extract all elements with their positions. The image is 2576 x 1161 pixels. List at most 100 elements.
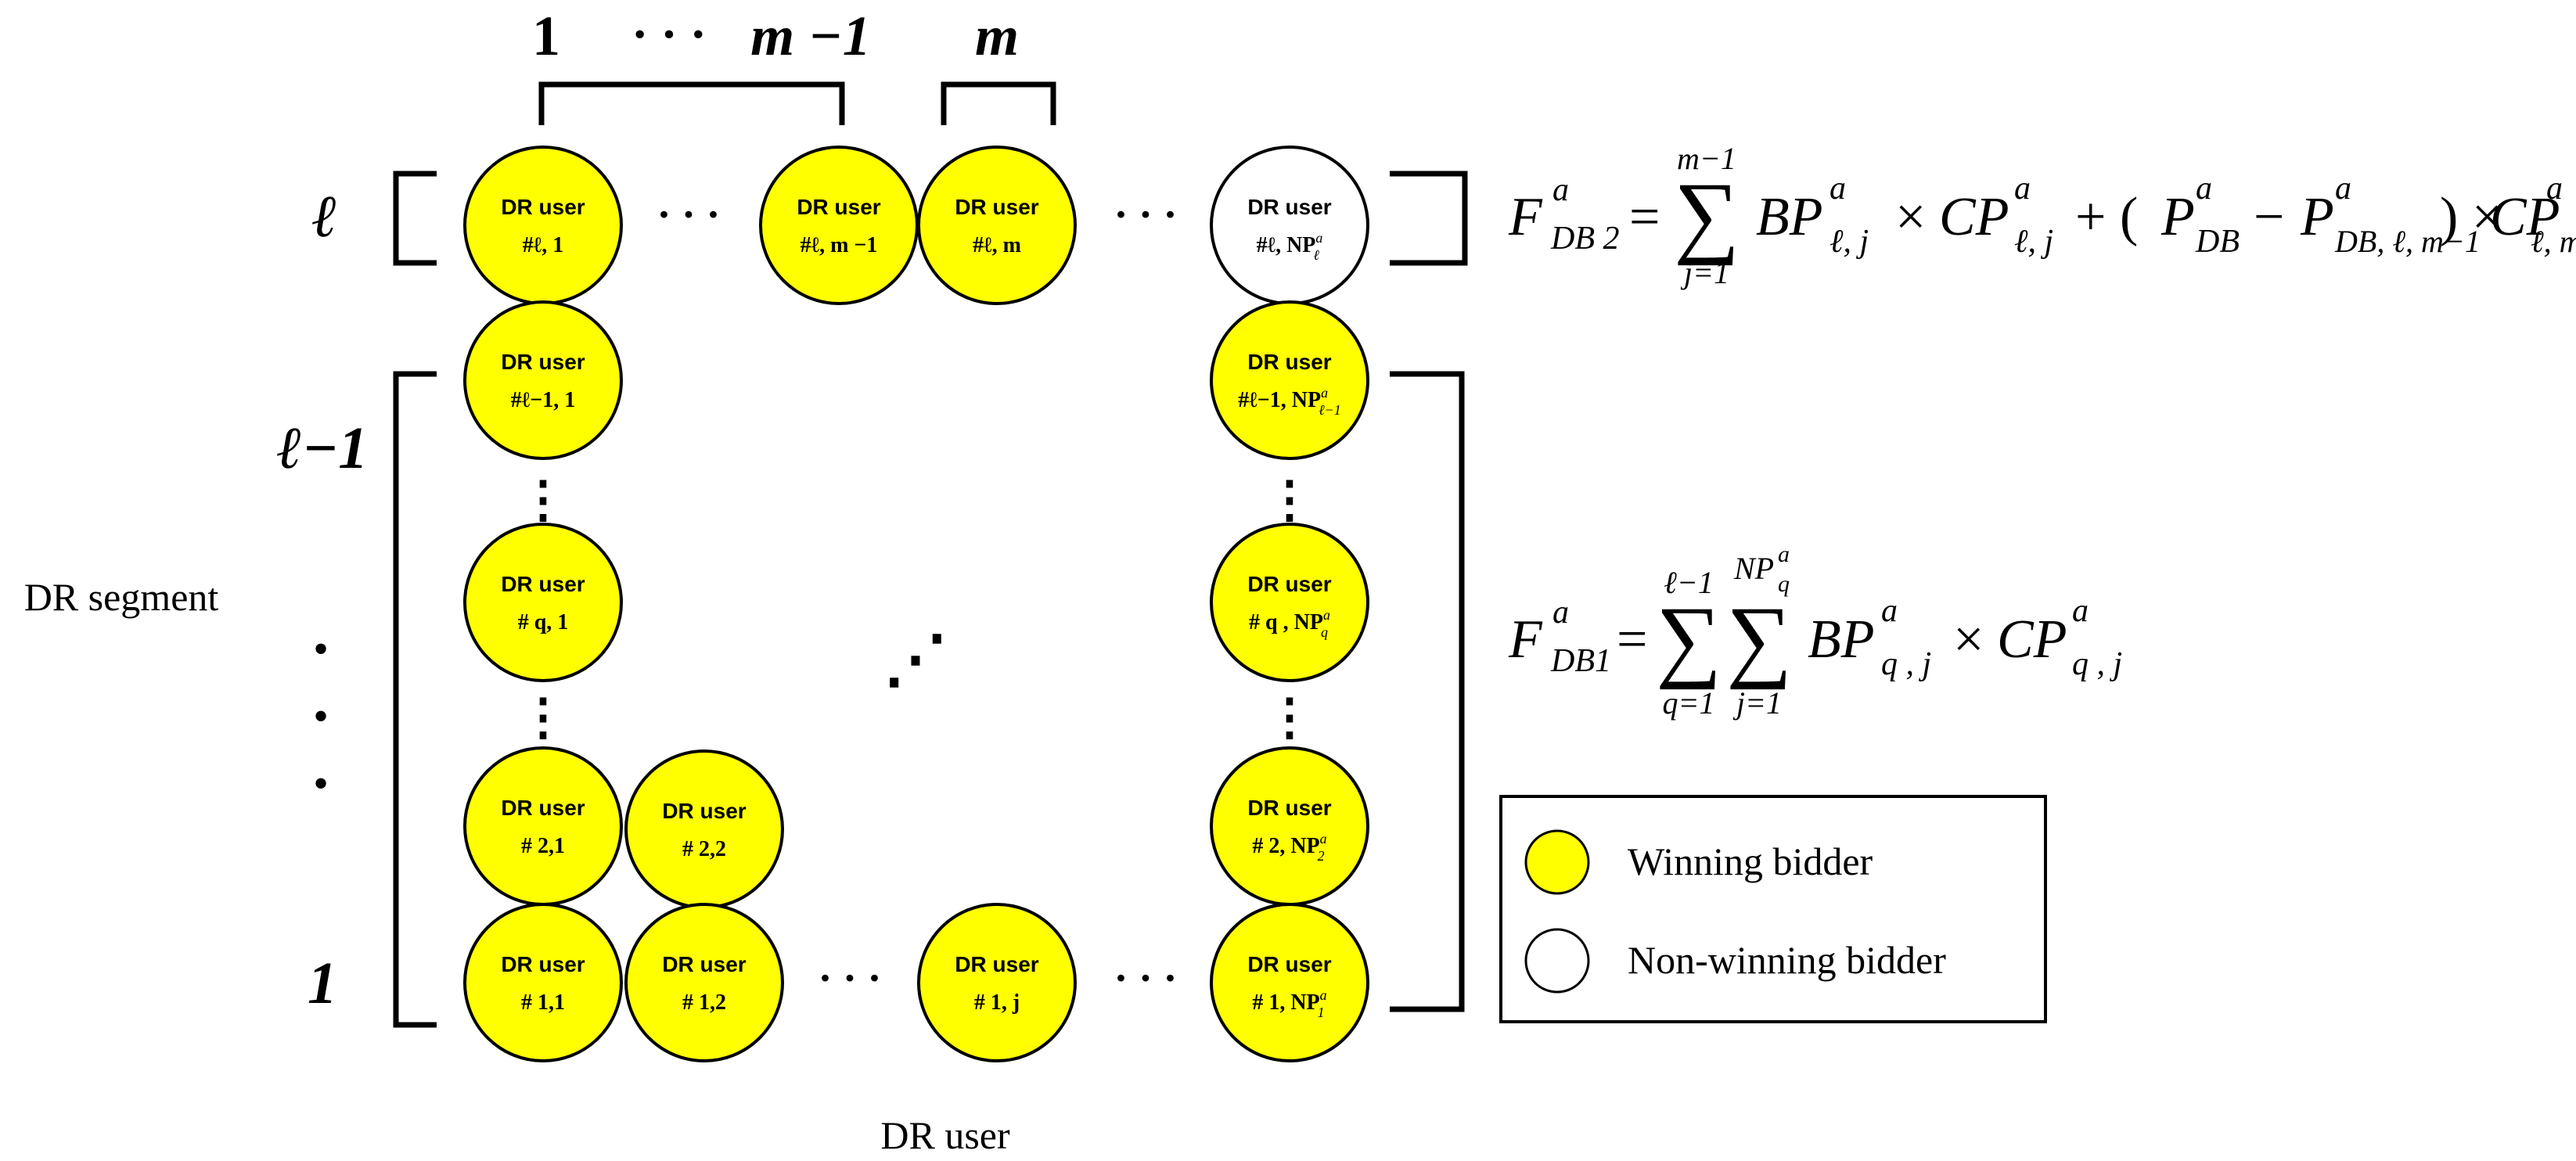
- node-title: DR user: [1247, 796, 1331, 820]
- winning-bidder-circle: [463, 903, 623, 1062]
- dr-user-node-q-1: DR user# q, 1: [463, 523, 623, 682]
- winning-bidder-circle: [463, 523, 623, 682]
- dr-user-node-1-j: DR user# 1, j: [917, 903, 1077, 1062]
- fdb2-times1: ×: [1895, 187, 1926, 247]
- legend-non-winning-swatch: [1524, 928, 1590, 994]
- winning-bidder-circle: [1210, 903, 1369, 1062]
- fdb1-lhs-sub: DB1: [1550, 643, 1611, 679]
- h-dots-row-ell-a: · · ·: [657, 191, 720, 238]
- node-title: DR user: [501, 796, 585, 820]
- fdb2-p2-sub: DB, ℓ, m−1: [2334, 224, 2481, 259]
- row-bracket-ell-left: [393, 171, 437, 266]
- node-title: DR user: [955, 195, 1038, 219]
- node-title: DR user: [501, 952, 585, 976]
- node-index: #ℓ−1, 1: [511, 388, 575, 412]
- legend-winning-label: Winning bidder: [1628, 839, 1873, 883]
- winning-bidder-circle: [1210, 746, 1369, 906]
- row-dot-3: •: [313, 760, 329, 808]
- fdb1-sum2-bot: j=1: [1732, 685, 1782, 721]
- node-index: # 1,2: [682, 990, 726, 1015]
- fdb1-cp: CP: [1997, 609, 2067, 670]
- col-label-m-minus-1: m −1: [750, 5, 871, 67]
- diag-dots: ⋰: [883, 624, 948, 695]
- nodes-layer: DR user#ℓ, 1DR user#ℓ, m −1DR user#ℓ, mD…: [463, 146, 1369, 1062]
- dr-user-node-ell-1: DR user#ℓ, 1: [463, 146, 623, 305]
- fdb1-sigma2: ∑: [1726, 588, 1792, 690]
- winning-bidder-circle: [759, 146, 919, 305]
- fdb2-cp2-sup: a: [2546, 171, 2563, 207]
- fdb2-cp: CP: [1939, 187, 2009, 247]
- dr-user-node-ell-m1: DR user#ℓ, m −1: [759, 146, 919, 305]
- fdb1-bp: BP: [1808, 609, 1875, 670]
- node-title: DR user: [797, 195, 880, 219]
- fdb2-lhs-sub: DB 2: [1550, 221, 1620, 257]
- fdb1-sum2-top-sub: q: [1778, 571, 1790, 597]
- v-dots-col-np-a: ⋮: [1265, 472, 1315, 527]
- node-index: # 1, j: [974, 990, 1020, 1015]
- row-label-ell: ℓ: [312, 184, 337, 250]
- fdb2-cp2-sub: ℓ, m: [2531, 224, 2576, 259]
- fdb2-plus: + (: [2075, 187, 2138, 247]
- fdb1-sum2-top-sup: a: [1778, 541, 1790, 567]
- legend-winning-swatch: [1524, 829, 1590, 895]
- node-title: DR user: [501, 350, 585, 374]
- row-label-1: 1: [308, 951, 337, 1016]
- row-dot-2: •: [313, 692, 329, 741]
- fdb1-times: ×: [1953, 609, 1984, 670]
- fdb1-sum1-bot: q=1: [1663, 685, 1715, 721]
- fdb2-bp: BP: [1756, 187, 1823, 247]
- winning-bidder-circle: [463, 146, 623, 305]
- legend: Winning bidder Non-winning bidder: [1499, 795, 2047, 1023]
- fdb2-sum-top: m−1: [1677, 141, 1736, 176]
- legend-non-winning-label: Non-winning bidder: [1628, 938, 1946, 982]
- col-bracket-m: [941, 81, 1056, 125]
- row-bracket-lower-right: [1390, 371, 1465, 1012]
- fdb1-bp-sup: a: [1881, 593, 1898, 629]
- fdb2-cp-sub: ℓ, j: [2014, 224, 2053, 260]
- col-label-1: 1: [532, 5, 560, 67]
- fdb1-sum2-top: NP: [1733, 551, 1774, 586]
- fdb1-sigma1: ∑: [1656, 588, 1722, 690]
- dr-user-node-1-2: DR user # 1,2: [624, 903, 784, 1062]
- col-label-dots: · · ·: [631, 6, 707, 62]
- row-bracket-ell-right: [1390, 171, 1468, 266]
- fdb2-lhs-F: F: [1508, 187, 1543, 247]
- fdb2-bp-sub: ℓ, j: [1829, 224, 1869, 260]
- non-winning-bidder-circle: [1210, 146, 1369, 305]
- fdb1-bp-sub: q , j: [1881, 646, 1931, 682]
- fdb2-lhs-sup: a: [1552, 172, 1569, 208]
- col-bracket-1-to-m-minus-1: [538, 81, 845, 125]
- h-dots-row-1-a: · · ·: [818, 954, 881, 1001]
- winning-bidder-circle: [463, 746, 623, 906]
- node-index: # 1,1: [521, 990, 565, 1015]
- fdb2-sum-bot: j=1: [1680, 255, 1729, 290]
- fdb1-cp-sup: a: [2072, 593, 2089, 629]
- row-bracket-lower-left: [393, 371, 437, 1028]
- fdb2-p2: P: [2300, 187, 2334, 247]
- node-index: #ℓ, m: [973, 233, 1021, 257]
- formula-fdb2: F a DB 2 = m−1 ∑ j=1 BP a ℓ, j × CP a ℓ,…: [1508, 141, 2576, 290]
- node-title: DR user: [1247, 350, 1331, 374]
- winning-bidder-circle: [917, 146, 1077, 305]
- winning-bidder-circle: [917, 903, 1077, 1062]
- formula-fdb1: F a DB1 = ℓ−1 ∑ q=1 NP a q ∑ j=1 BP a q …: [1508, 541, 2122, 721]
- v-dots-col-1-b: ⋮: [518, 689, 568, 745]
- fdb1-sum1-top: ℓ−1: [1664, 565, 1714, 600]
- node-title: DR user: [662, 952, 746, 976]
- node-title: DR user: [1247, 572, 1331, 596]
- row-dot-1: •: [313, 625, 329, 674]
- node-title: DR user: [501, 195, 585, 219]
- dr-user-node-ell-m: DR user #ℓ, m: [917, 146, 1077, 305]
- fdb2-p1-sub: DB: [2195, 224, 2240, 260]
- fdb2-sigma: ∑: [1674, 164, 1740, 266]
- row-label-ell-minus-1: ℓ−1: [277, 415, 369, 481]
- dr-user-node-2-1: DR user# 2,1: [463, 746, 623, 906]
- node-title: DR user: [1247, 952, 1331, 976]
